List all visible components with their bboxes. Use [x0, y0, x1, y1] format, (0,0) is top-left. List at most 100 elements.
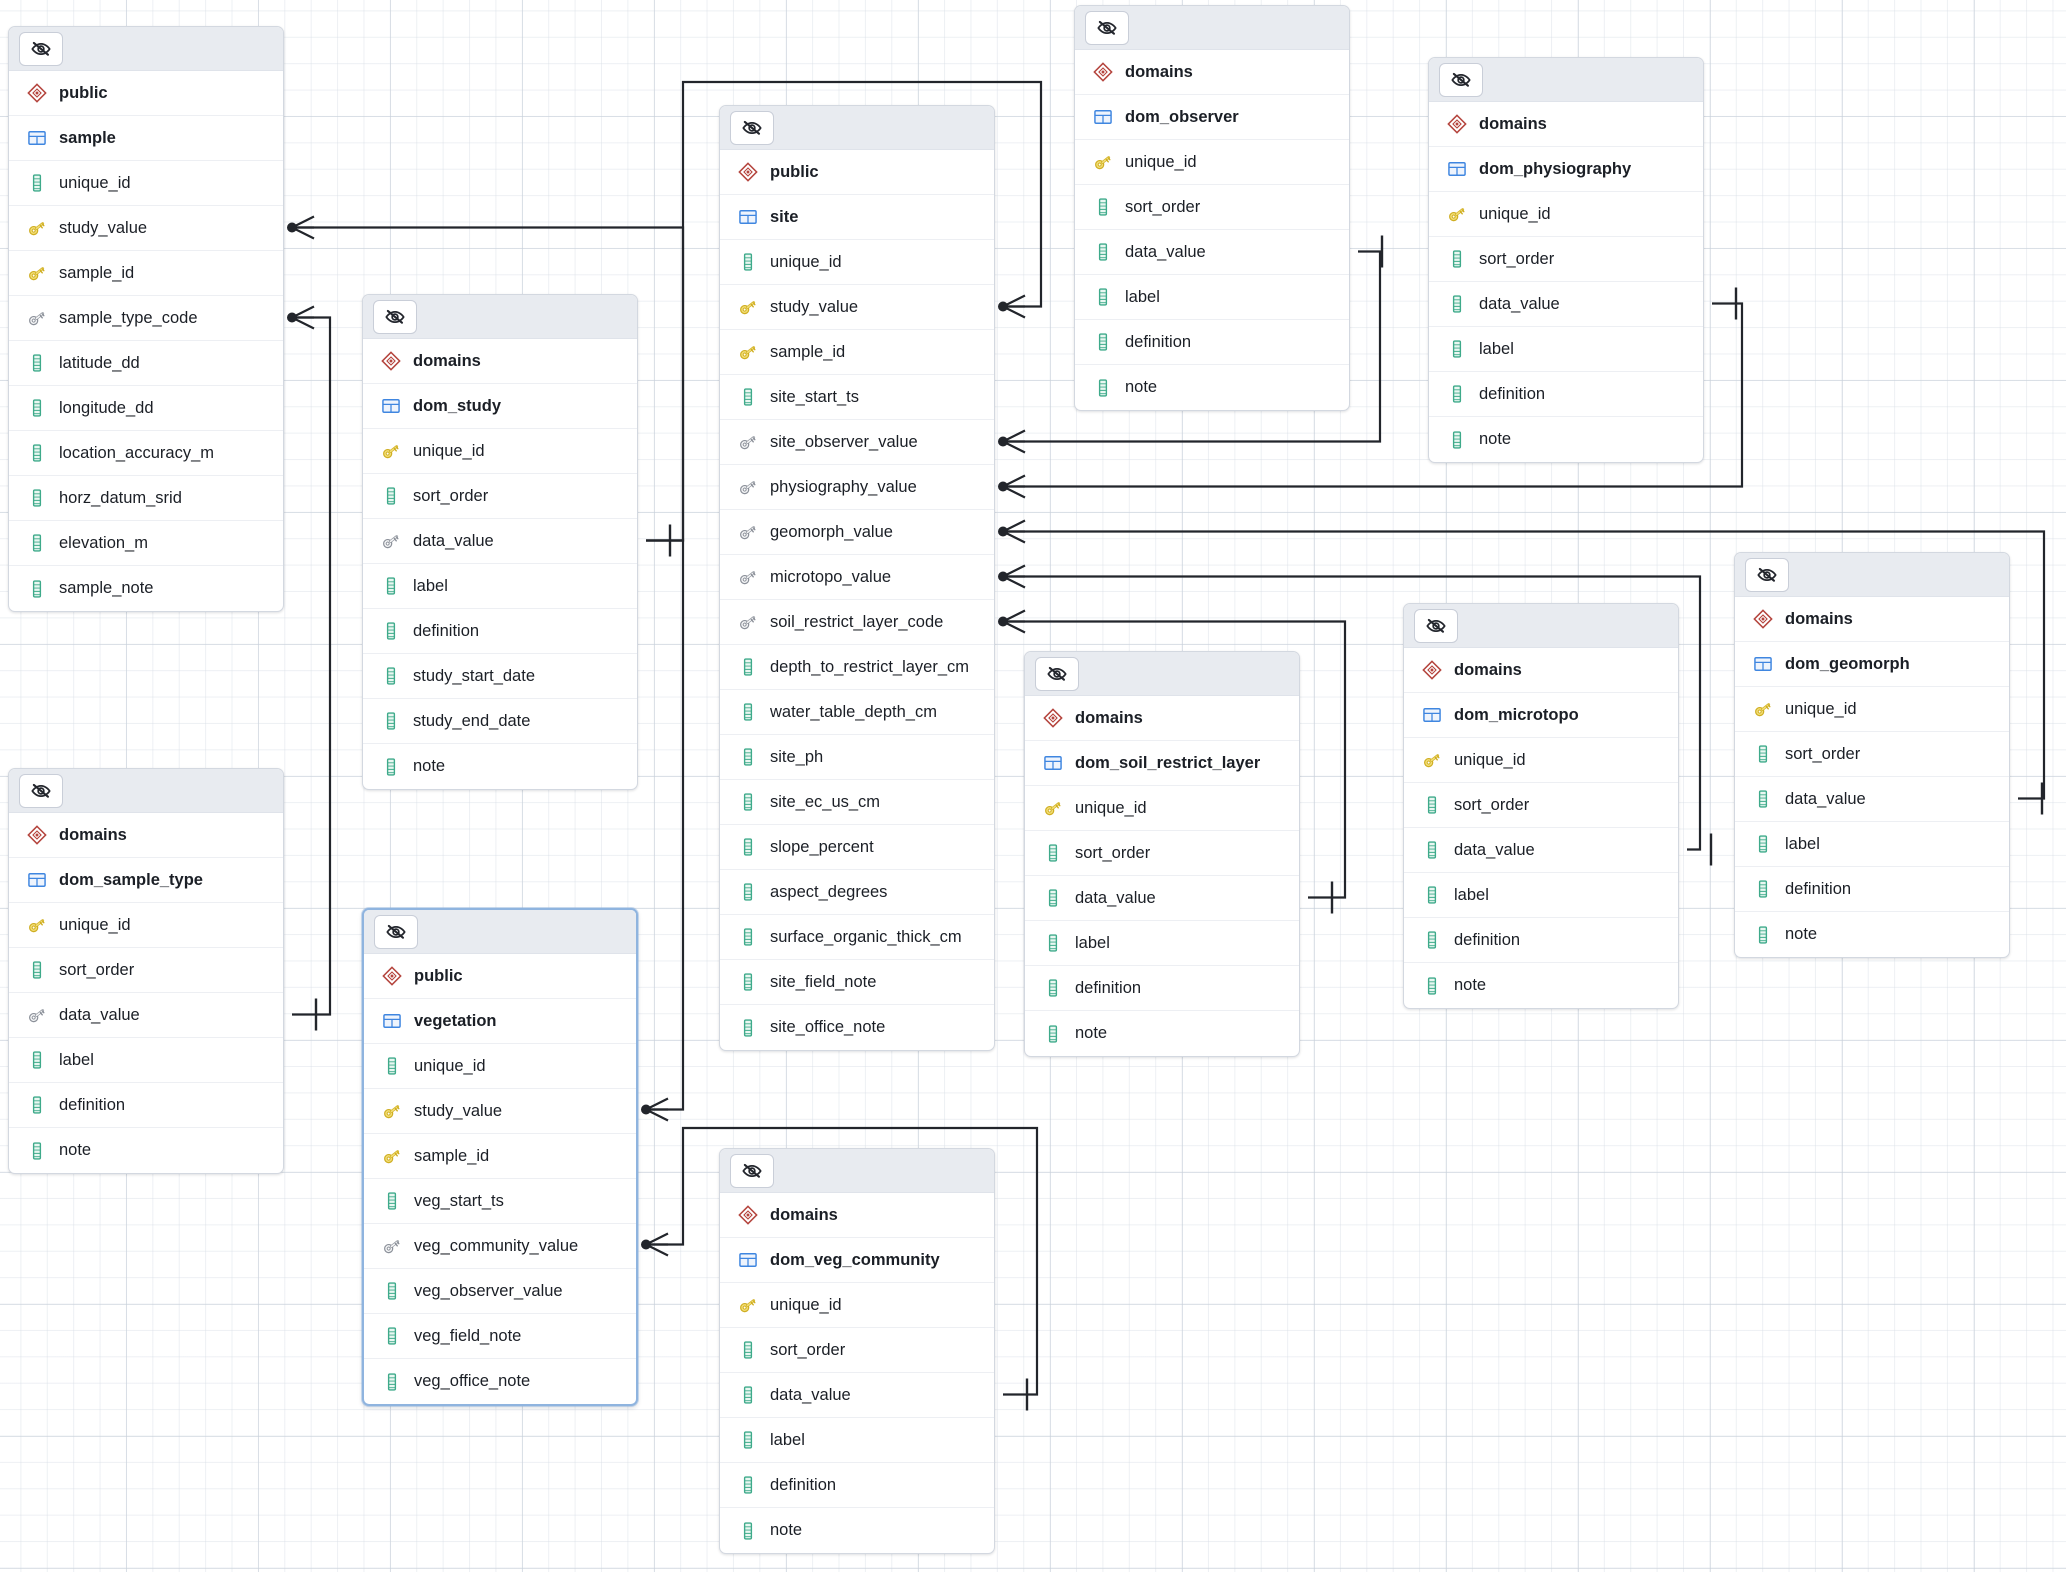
column-row[interactable]: soil_restrict_layer_code — [720, 600, 994, 645]
column-row[interactable]: unique_id — [1025, 786, 1299, 831]
column-row[interactable]: site_office_note — [720, 1005, 994, 1050]
schema-row[interactable]: domains — [1429, 102, 1703, 147]
column-row[interactable]: longitude_dd — [9, 386, 283, 431]
column-row[interactable]: definition — [1429, 372, 1703, 417]
column-row[interactable]: definition — [363, 609, 637, 654]
eye-off-icon[interactable] — [373, 299, 417, 334]
eye-off-icon[interactable] — [1035, 656, 1079, 691]
column-row[interactable]: unique_id — [364, 1044, 636, 1089]
column-row[interactable]: data_value — [720, 1373, 994, 1418]
eye-off-icon[interactable] — [19, 31, 63, 66]
column-row[interactable]: water_table_depth_cm — [720, 690, 994, 735]
column-row[interactable]: unique_id — [9, 161, 283, 206]
column-row[interactable]: label — [1429, 327, 1703, 372]
column-row[interactable]: definition — [1025, 966, 1299, 1011]
eye-off-icon[interactable] — [730, 110, 774, 145]
schema-row[interactable]: domains — [1025, 696, 1299, 741]
column-row[interactable]: unique_id — [1429, 192, 1703, 237]
column-row[interactable]: label — [1735, 822, 2009, 867]
column-row[interactable]: study_end_date — [363, 699, 637, 744]
schema-row[interactable]: domains — [1404, 648, 1678, 693]
column-row[interactable]: study_value — [9, 206, 283, 251]
schema-row[interactable]: domains — [363, 339, 637, 384]
column-row[interactable]: veg_community_value — [364, 1224, 636, 1269]
schema-row[interactable]: domains — [9, 813, 283, 858]
eye-off-icon[interactable] — [1745, 557, 1789, 592]
column-row[interactable]: sample_type_code — [9, 296, 283, 341]
column-row[interactable]: veg_start_ts — [364, 1179, 636, 1224]
column-row[interactable]: note — [363, 744, 637, 789]
column-row[interactable]: note — [1735, 912, 2009, 957]
column-row[interactable]: definition — [1404, 918, 1678, 963]
column-row[interactable]: physiography_value — [720, 465, 994, 510]
column-row[interactable]: sample_id — [720, 330, 994, 375]
column-row[interactable]: data_value — [363, 519, 637, 564]
column-row[interactable]: sort_order — [720, 1328, 994, 1373]
column-row[interactable]: unique_id — [1075, 140, 1349, 185]
column-row[interactable]: note — [9, 1128, 283, 1173]
table-name-row[interactable]: dom_observer — [1075, 95, 1349, 140]
column-row[interactable]: sample_id — [9, 251, 283, 296]
column-row[interactable]: data_value — [1025, 876, 1299, 921]
column-row[interactable]: label — [720, 1418, 994, 1463]
column-row[interactable]: sort_order — [1735, 732, 2009, 777]
column-row[interactable]: sort_order — [363, 474, 637, 519]
table-name-row[interactable]: site — [720, 195, 994, 240]
column-row[interactable]: data_value — [1735, 777, 2009, 822]
column-row[interactable]: data_value — [1404, 828, 1678, 873]
eye-off-icon[interactable] — [1439, 62, 1483, 97]
table-name-row[interactable]: sample — [9, 116, 283, 161]
eye-off-icon[interactable] — [1414, 608, 1458, 643]
schema-row[interactable]: public — [364, 954, 636, 999]
column-row[interactable]: veg_observer_value — [364, 1269, 636, 1314]
column-row[interactable]: note — [720, 1508, 994, 1553]
table-name-row[interactable]: dom_soil_restrict_layer — [1025, 741, 1299, 786]
column-row[interactable]: geomorph_value — [720, 510, 994, 555]
column-row[interactable]: veg_office_note — [364, 1359, 636, 1404]
schema-row[interactable]: public — [720, 150, 994, 195]
column-row[interactable]: label — [1025, 921, 1299, 966]
column-row[interactable]: label — [9, 1038, 283, 1083]
column-row[interactable]: data_value — [9, 993, 283, 1038]
column-row[interactable]: definition — [1075, 320, 1349, 365]
table-name-row[interactable]: dom_veg_community — [720, 1238, 994, 1283]
column-row[interactable]: sort_order — [1429, 237, 1703, 282]
table-name-row[interactable]: dom_geomorph — [1735, 642, 2009, 687]
table-name-row[interactable]: dom_physiography — [1429, 147, 1703, 192]
column-row[interactable]: elevation_m — [9, 521, 283, 566]
column-row[interactable]: slope_percent — [720, 825, 994, 870]
column-row[interactable]: unique_id — [363, 429, 637, 474]
eye-off-icon[interactable] — [730, 1153, 774, 1188]
column-row[interactable]: site_start_ts — [720, 375, 994, 420]
column-row[interactable]: sort_order — [9, 948, 283, 993]
column-row[interactable]: label — [1075, 275, 1349, 320]
column-row[interactable]: study_value — [720, 285, 994, 330]
schema-row[interactable]: domains — [1075, 50, 1349, 95]
column-row[interactable]: location_accuracy_m — [9, 431, 283, 476]
table-name-row[interactable]: dom_sample_type — [9, 858, 283, 903]
column-row[interactable]: latitude_dd — [9, 341, 283, 386]
column-row[interactable]: label — [1404, 873, 1678, 918]
column-row[interactable]: sort_order — [1075, 185, 1349, 230]
schema-row[interactable]: domains — [1735, 597, 2009, 642]
schema-row[interactable]: domains — [720, 1193, 994, 1238]
column-row[interactable]: surface_organic_thick_cm — [720, 915, 994, 960]
eye-off-icon[interactable] — [19, 773, 63, 808]
column-row[interactable]: definition — [1735, 867, 2009, 912]
column-row[interactable]: definition — [720, 1463, 994, 1508]
column-row[interactable]: depth_to_restrict_layer_cm — [720, 645, 994, 690]
column-row[interactable]: definition — [9, 1083, 283, 1128]
column-row[interactable]: site_ph — [720, 735, 994, 780]
column-row[interactable]: aspect_degrees — [720, 870, 994, 915]
